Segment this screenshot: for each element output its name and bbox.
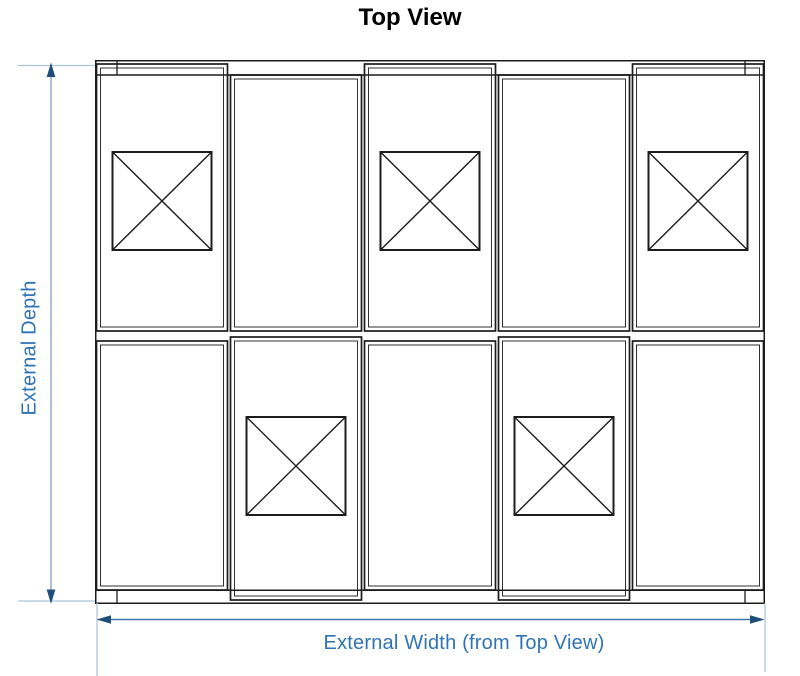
fan-unit-symbol bbox=[513, 416, 615, 516]
bottom-rail bbox=[95, 589, 765, 604]
module-panel-bottom-row-3 bbox=[363, 340, 497, 591]
fan-unit-symbol bbox=[245, 416, 347, 516]
diagram-title: Top View bbox=[358, 4, 462, 31]
depth-arrow-up-icon bbox=[46, 62, 56, 77]
fan-unit-symbol bbox=[111, 151, 213, 251]
module-panel-bottom-row-1 bbox=[95, 340, 229, 591]
depth-arrow-down-icon bbox=[46, 589, 56, 604]
external-depth-label: External Depth bbox=[18, 280, 41, 416]
fan-unit-symbol bbox=[647, 151, 749, 251]
external-width-label: External Width (from Top View) bbox=[323, 632, 605, 654]
width-arrow-right-icon bbox=[750, 615, 765, 624]
module-panel-top-row-4 bbox=[497, 74, 631, 332]
dimension-annotations bbox=[18, 62, 766, 676]
fan-unit-symbol bbox=[379, 151, 481, 251]
module-panel-bottom-row-5 bbox=[631, 340, 765, 591]
width-arrow-left-icon bbox=[96, 615, 111, 624]
module-panel-top-row-5 bbox=[631, 63, 765, 332]
module-panel-top-row-1 bbox=[95, 63, 229, 332]
module-panels bbox=[95, 63, 765, 601]
module-panel-top-row-2 bbox=[229, 74, 363, 332]
module-panel-bottom-row-2 bbox=[229, 336, 363, 601]
frame-rails bbox=[95, 60, 765, 604]
module-panel-top-row-3 bbox=[363, 63, 497, 332]
module-panel-bottom-row-4 bbox=[497, 336, 631, 601]
